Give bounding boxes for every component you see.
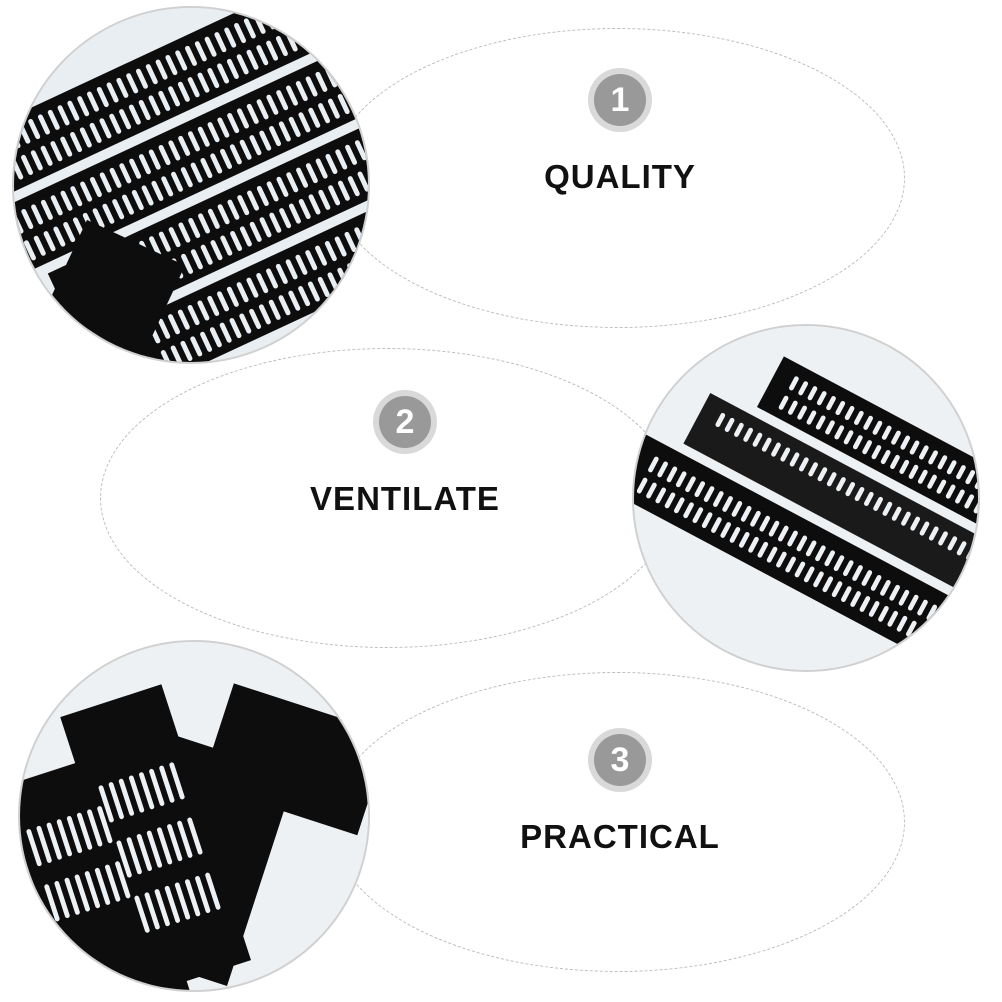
number-badge-digit: 2 [379,396,431,448]
number-badge: 1 [588,68,652,132]
vent-grille-photo-icon [634,326,978,670]
feature-ventilate: 2 VENTILATE [280,390,530,518]
number-badge: 3 [588,728,652,792]
feature-label: PRACTICAL [520,818,720,855]
number-badge-digit: 3 [594,734,646,786]
feature-label: QUALITY [544,158,696,195]
vent-grille-photo-2 [632,324,980,672]
number-badge: 2 [373,390,437,454]
feature-practical: 3 PRACTICAL [495,728,745,856]
feature-label: VENTILATE [310,480,500,517]
number-badge-digit: 1 [594,74,646,126]
feature-quality: 1 QUALITY [520,68,720,196]
vent-grille-photo-icon [14,8,368,362]
vent-grille-photo-1 [12,6,370,364]
vent-grille-photo-icon [20,642,368,990]
vent-grille-photo-3 [18,640,370,992]
